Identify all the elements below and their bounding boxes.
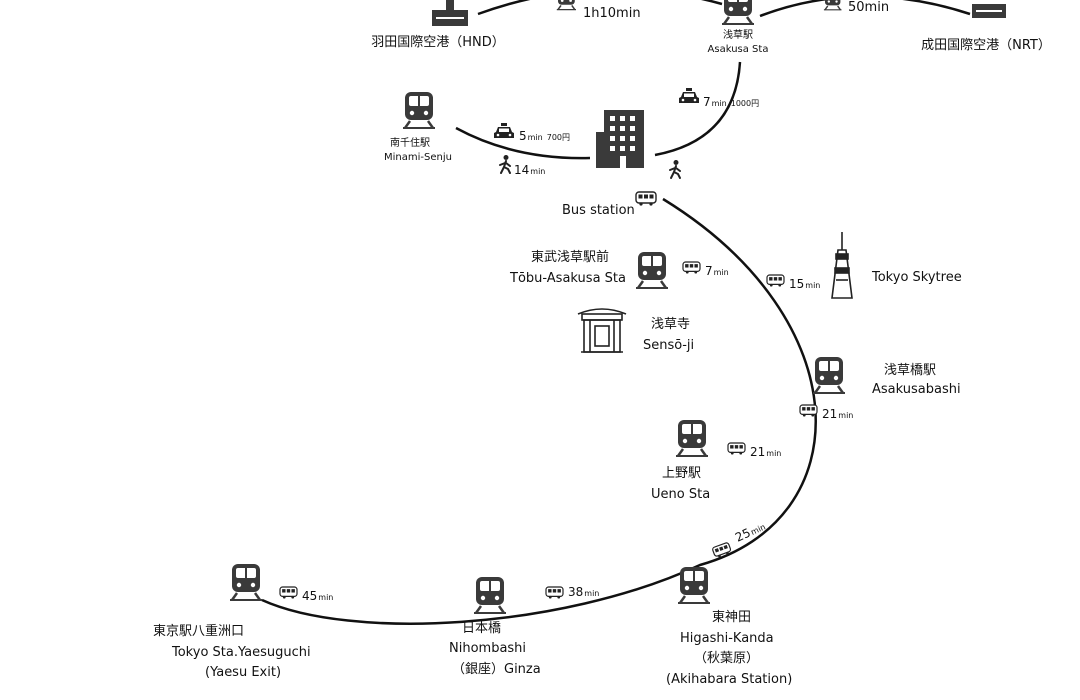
taxi-icon bbox=[679, 88, 699, 103]
time-bus-asakusabashi: 21min bbox=[822, 407, 854, 421]
train-icon bbox=[228, 562, 264, 602]
time-bus-ueno: 21min bbox=[750, 445, 782, 459]
train-icon bbox=[676, 565, 712, 605]
asakusa-station-en-label: Asakusa Sta bbox=[707, 44, 769, 55]
akihabara-en-label: (Akihabara Station) bbox=[666, 672, 793, 687]
train-icon bbox=[720, 0, 756, 26]
tokyo-yaesu-en-label: Tokyo Sta.Yaesuguchi bbox=[172, 645, 311, 660]
train-icon bbox=[634, 250, 670, 290]
tokyo-yaesu-jp-label: 東京駅八重洲口 bbox=[153, 624, 245, 639]
yaesu-exit-label: (Yaesu Exit) bbox=[205, 665, 282, 680]
bus-icon bbox=[682, 261, 701, 275]
minami-senju-jp-label: 南千住駅 bbox=[390, 138, 430, 149]
skytree-tower-icon bbox=[831, 232, 853, 299]
asakusabashi-en-label: Asakusabashi bbox=[872, 382, 961, 397]
route-asakusa-hotel bbox=[654, 61, 742, 157]
walking-person-icon bbox=[669, 159, 681, 179]
haneda-airport-label: 羽田国際空港（HND） bbox=[371, 35, 505, 50]
time-walk-minami: 14min bbox=[514, 163, 546, 177]
time-bus-nihombashi: 38min bbox=[568, 585, 600, 599]
train-icon bbox=[811, 355, 847, 395]
train-icon bbox=[472, 575, 508, 615]
bus-icon bbox=[635, 191, 657, 207]
asakusa-station-jp-label: 浅草駅 bbox=[723, 30, 753, 41]
airport-building-icon bbox=[432, 0, 468, 26]
time-bus-skytree: 15min bbox=[789, 277, 821, 291]
walking-person-icon bbox=[499, 154, 511, 174]
bus-station-label: Bus station bbox=[562, 203, 635, 218]
airport-building-icon bbox=[972, 4, 1006, 18]
bus-icon bbox=[727, 442, 746, 456]
sensoji-jp-label: 浅草寺 bbox=[651, 317, 691, 332]
train-icon bbox=[556, 0, 577, 11]
ueno-jp-label: 上野駅 bbox=[662, 466, 702, 481]
bus-route bbox=[261, 197, 817, 625]
route-haneda-asakusa bbox=[477, 0, 723, 16]
bus-icon bbox=[799, 404, 818, 418]
bus-icon bbox=[279, 586, 298, 600]
minami-senju-en-label: Minami-Senju bbox=[384, 152, 452, 163]
narita-airport-label: 成田国際空港（NRT） bbox=[921, 38, 1051, 53]
nihombashi-en-label: Nihombashi bbox=[449, 641, 527, 656]
hotel-building-icon bbox=[596, 110, 644, 168]
ueno-en-label: Ueno Sta bbox=[651, 487, 711, 502]
tobu-asakusa-en-label: Tōbu-Asakusa Sta bbox=[510, 271, 626, 286]
train-icon bbox=[823, 0, 843, 11]
time-haneda-asakusa: 1h10min bbox=[583, 6, 641, 21]
temple-icon bbox=[577, 308, 627, 353]
time-bus-tobu: 7min bbox=[705, 264, 729, 278]
train-icon bbox=[674, 418, 710, 458]
time-asakusa-narita: 50min bbox=[848, 0, 890, 15]
bus-icon bbox=[545, 586, 564, 600]
train-icon bbox=[401, 90, 437, 130]
akihabara-jp-label: （秋葉原） bbox=[694, 651, 760, 666]
route-asakusa-narita bbox=[759, 0, 971, 18]
skytree-label: Tokyo Skytree bbox=[872, 270, 962, 285]
tobu-asakusa-jp-label: 東武浅草駅前 bbox=[531, 250, 610, 265]
sensoji-en-label: Sensō-ji bbox=[643, 338, 695, 353]
nihombashi-jp-label: 日本橋 bbox=[462, 621, 502, 636]
bus-icon bbox=[766, 274, 785, 288]
time-bus-tokyo: 45min bbox=[302, 589, 334, 603]
asakusabashi-jp-label: 浅草橋駅 bbox=[884, 363, 937, 378]
route-minami-hotel bbox=[455, 126, 591, 160]
higashi-kanda-jp-label: 東神田 bbox=[712, 610, 752, 625]
higashi-kanda-en-label: Higashi-Kanda bbox=[680, 631, 774, 646]
ginza-label: （銀座）Ginza bbox=[452, 662, 541, 677]
taxi-icon bbox=[494, 123, 514, 138]
